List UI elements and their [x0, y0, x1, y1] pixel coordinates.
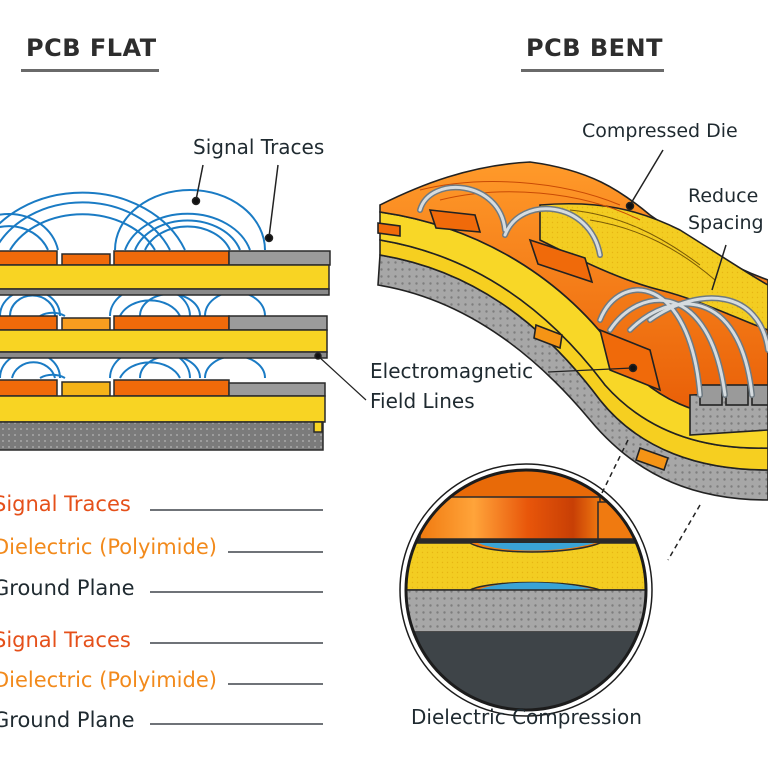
bent-panel-title: PCB BENT: [526, 34, 663, 62]
legend-leader: [150, 723, 323, 725]
flat-title-underline: [21, 69, 159, 72]
reduced-spacing-callout-line1: Reduce: [688, 185, 759, 207]
legend-leader: [150, 509, 323, 511]
inset-connectors: [600, 439, 701, 561]
bent-leaders: [547, 149, 727, 373]
compressed-dielectric-callout: Compressed Die: [582, 120, 738, 142]
flat-leaders: [191, 164, 367, 401]
legend-item-ground-plane: Ground Plane: [0, 576, 135, 600]
flat-signal-traces-callout: Signal Traces: [193, 135, 325, 159]
inset-caption: Dielectric Compression: [411, 705, 642, 729]
inset-ring: [404, 468, 648, 712]
legend-leader: [228, 551, 323, 553]
legend-item-ground-plane: Ground Plane: [0, 708, 135, 732]
legend-item-signal-traces: Signal Traces: [0, 492, 131, 516]
flat-layer-1: [0, 250, 331, 296]
em-field-lines-callout-line2: Field Lines: [370, 389, 475, 413]
reduced-spacing-callout-line2: Spacing: [688, 212, 764, 234]
inset-magnifier: [406, 470, 646, 710]
inset-ring-outer: [399, 463, 653, 717]
legend-item-dielectric: Dielectric (Polyimide): [0, 668, 217, 692]
bent-field-lines: [417, 184, 768, 398]
flat-panel-title: PCB FLAT: [26, 34, 157, 62]
bent-title-underline: [521, 69, 664, 72]
flat-layer-2: [0, 315, 328, 359]
legend-leader: [150, 591, 323, 593]
legend-leader: [228, 683, 323, 685]
legend-item-dielectric: Dielectric (Polyimide): [0, 535, 217, 559]
flat-layer-3: [0, 379, 326, 451]
legend-leader: [150, 642, 323, 644]
em-field-lines-callout-line1: Electromagnetic: [370, 359, 534, 383]
legend-item-signal-traces: Signal Traces: [0, 628, 131, 652]
